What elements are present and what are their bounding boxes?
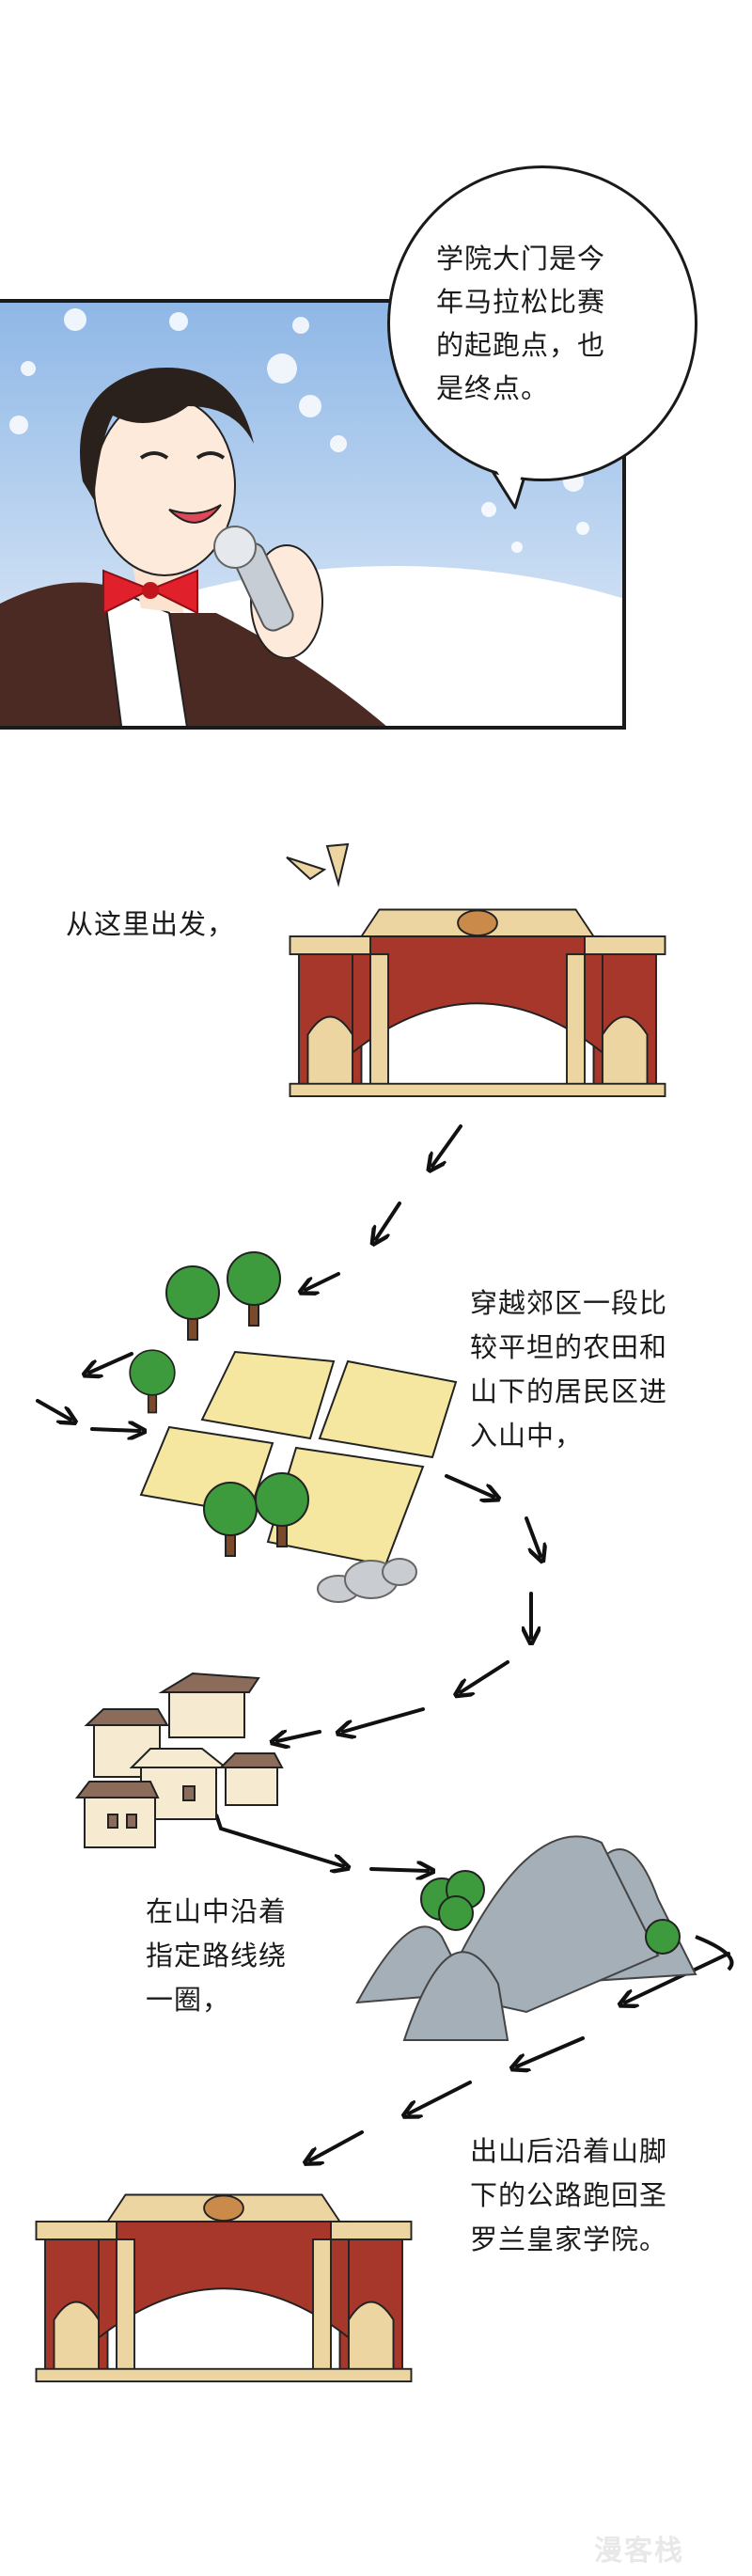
village xyxy=(74,1672,284,1848)
speech-bubble-text: 学院大门是今 年马拉松比赛 的起跑点，也 是终点。 xyxy=(436,243,606,404)
bowtie xyxy=(102,569,198,615)
hair xyxy=(80,368,254,500)
route-arrows xyxy=(36,1124,730,2160)
rocks xyxy=(317,1558,417,1603)
finish-gate xyxy=(35,2193,413,2383)
jacket xyxy=(0,582,386,726)
watermark: 漫客栈 xyxy=(594,2535,684,2568)
speech-bubble: 学院大门是今 年马拉松比赛 的起跑点，也 是终点。 xyxy=(387,165,697,481)
tree xyxy=(227,1251,281,1327)
tree xyxy=(203,1482,258,1557)
mountains xyxy=(355,1835,697,2041)
right-eye xyxy=(196,451,226,460)
bubble-tail-cover xyxy=(491,461,525,500)
start-gate xyxy=(289,908,666,1098)
caption-start: 从这里出发， xyxy=(66,908,236,940)
caption-return: 出山后沿着山脚 下的公路跑回圣 罗兰皇家学院。 xyxy=(470,2135,668,2255)
microphone-head xyxy=(213,526,257,569)
mouth xyxy=(168,504,222,524)
bowtie-knot xyxy=(142,582,159,599)
sparkle-marks xyxy=(286,842,350,887)
tree xyxy=(165,1265,220,1341)
caption-mountain: 在山中沿着 指定路线绕 一圈， xyxy=(146,1895,288,2016)
mountain-trees xyxy=(420,1870,681,1955)
left-eye xyxy=(139,451,169,460)
caption-suburbs: 穿越郊区一段比 较平坦的农田和 山下的居民区进 入山中， xyxy=(470,1287,668,1452)
farm-fields xyxy=(139,1350,458,1567)
tree xyxy=(129,1349,176,1414)
